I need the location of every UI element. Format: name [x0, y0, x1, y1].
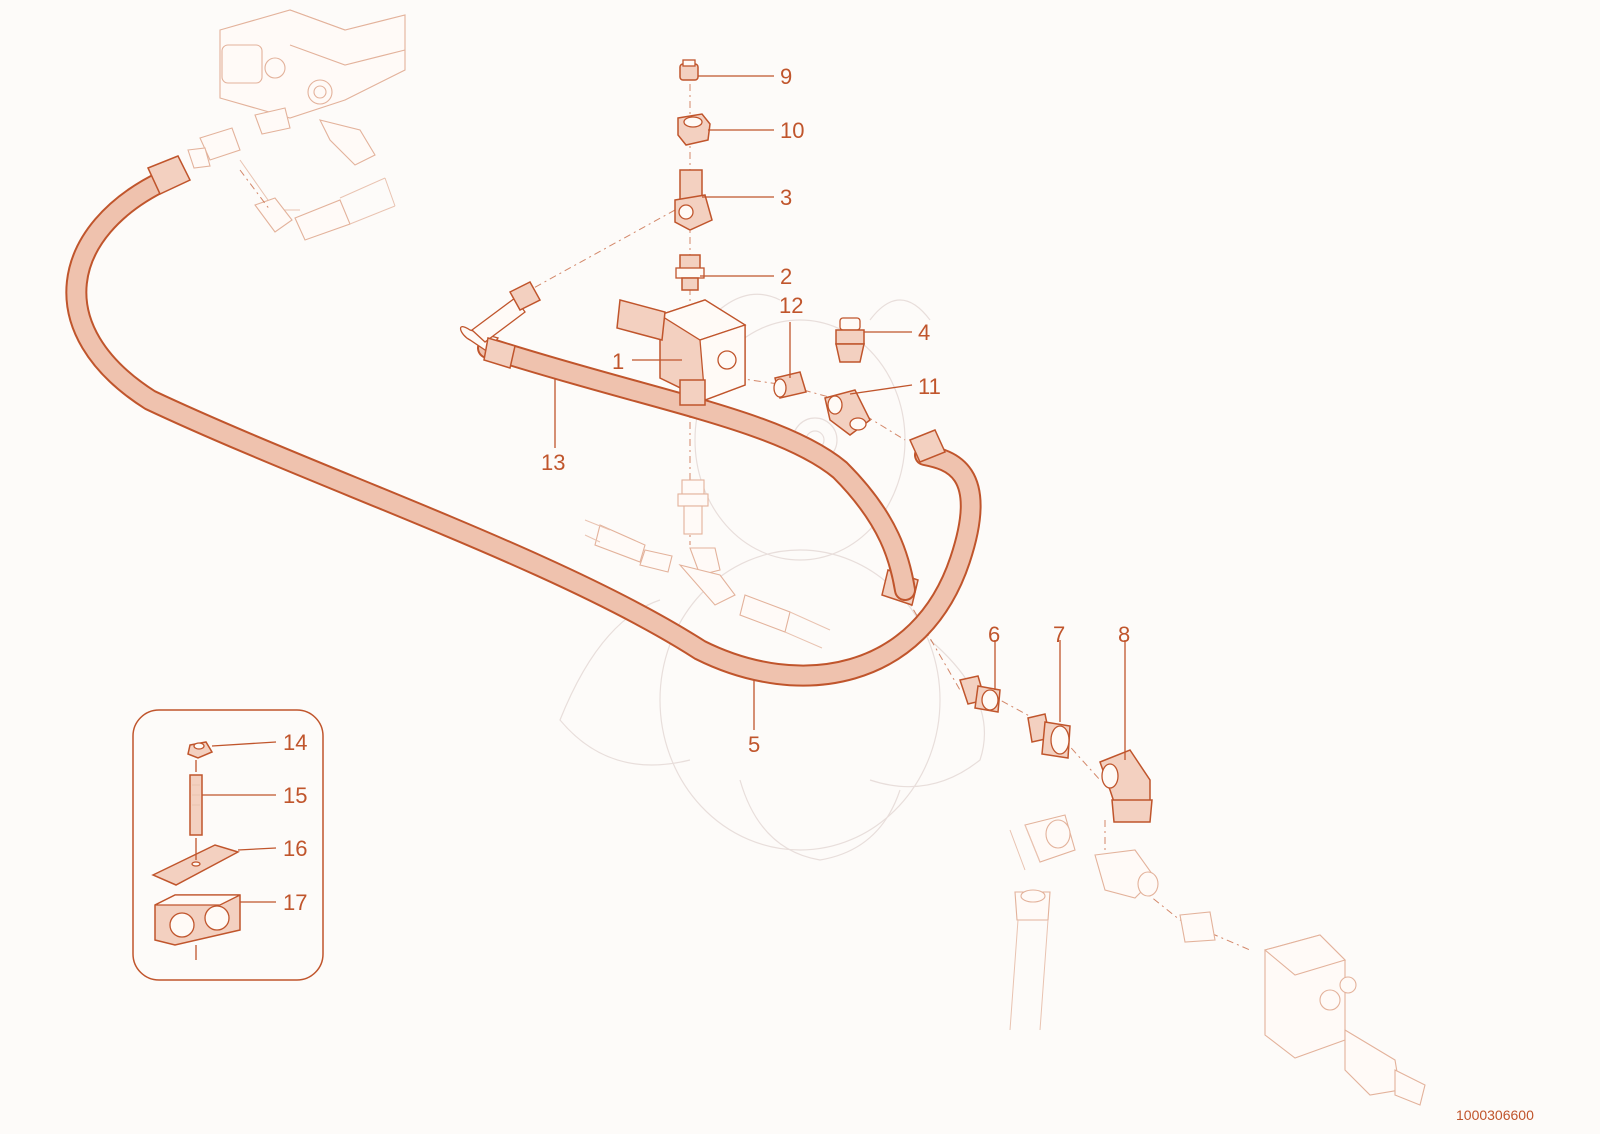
leader-lines: [202, 75, 1126, 903]
callout-3: 3: [780, 185, 792, 210]
hose-5: [65, 155, 982, 687]
callout-10: 10: [780, 118, 804, 143]
callout-9: 9: [780, 64, 792, 89]
callout-8: 8: [1118, 622, 1130, 647]
callout-1: 1: [612, 349, 624, 374]
inset-clamp-detail: [132, 709, 324, 981]
context-fittings-centre: [584, 479, 831, 649]
callout-5: 5: [748, 732, 760, 757]
callout-7: 7: [1053, 622, 1065, 647]
part-6-elbow: [959, 675, 1001, 713]
context-valve-block-top: [187, 9, 406, 241]
part-8-elbow: [1099, 749, 1153, 823]
context-valve-block-bottom: [1009, 814, 1426, 1106]
assembly-paths: [239, 84, 1251, 951]
part-1-valve-block: [616, 299, 747, 406]
document-number: 1000306600: [1456, 1107, 1534, 1123]
hose-13: [459, 281, 916, 601]
part-11-tee: [824, 389, 871, 436]
callout-11: 11: [918, 374, 941, 399]
part-10-nut: [677, 113, 711, 146]
part-3-tee: [674, 169, 713, 231]
callout-12: 12: [779, 293, 803, 318]
part-2-nipple: [675, 254, 705, 291]
part-7-swivel: [1027, 713, 1071, 759]
part-4-connector: [835, 317, 865, 363]
callout-6: 6: [988, 622, 1000, 647]
callout-labels: 9 10 3 2 12 1 4 11 13 5 6 7 8 14 15 16 1…: [283, 64, 1130, 915]
callout-16: 16: [283, 836, 307, 861]
callout-15: 15: [283, 783, 307, 808]
part-12-adapter: [773, 371, 807, 399]
callout-13: 13: [541, 450, 565, 475]
part-9-plug: [679, 59, 699, 81]
callout-4: 4: [918, 320, 930, 345]
callout-2: 2: [780, 264, 792, 289]
callout-14: 14: [283, 730, 307, 755]
callout-17: 17: [283, 890, 307, 915]
